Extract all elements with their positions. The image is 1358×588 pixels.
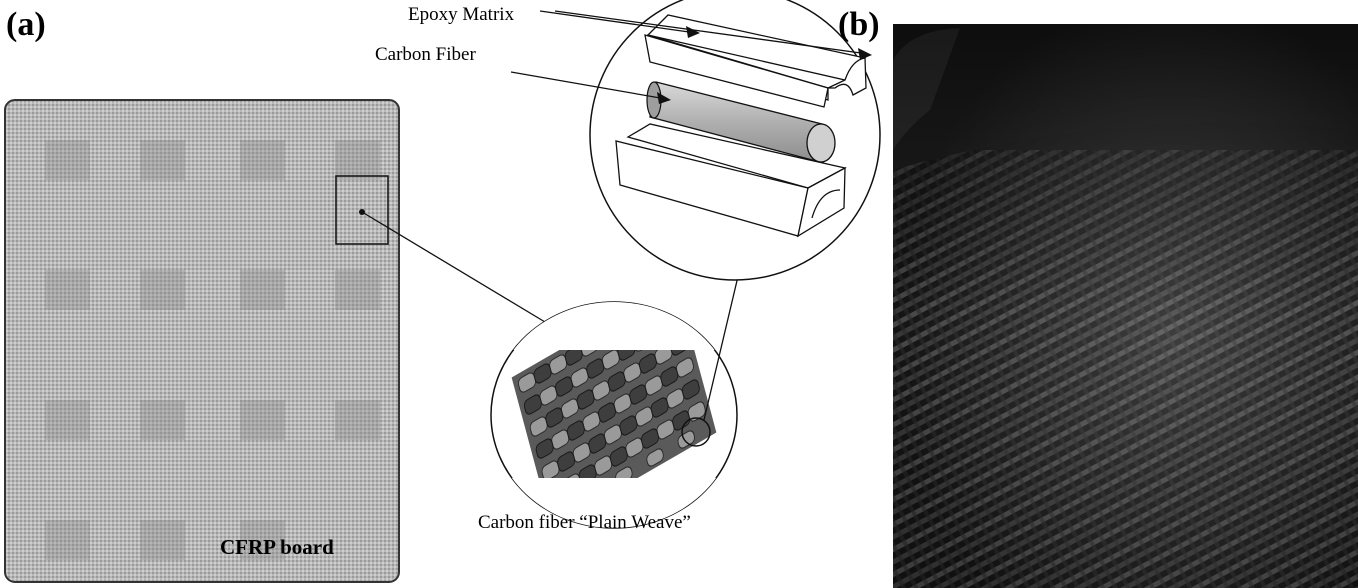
epoxy-matrix-label: Epoxy Matrix <box>408 5 514 24</box>
cfrp-board <box>5 100 399 582</box>
panel-b-label: (b) <box>838 8 880 42</box>
carbon-fiber-photo <box>893 24 1358 588</box>
plain-weave-illustration <box>490 283 740 531</box>
carbon-fiber-label: Carbon Fiber <box>375 45 476 64</box>
plain-weave-caption: Carbon fiber “Plain Weave” <box>478 513 691 532</box>
cfrp-board-label: CFRP board <box>220 537 334 558</box>
fiber-matrix-circle <box>590 0 880 280</box>
plain-weave-circle <box>490 283 740 531</box>
panel-a-label: (a) <box>6 8 46 42</box>
